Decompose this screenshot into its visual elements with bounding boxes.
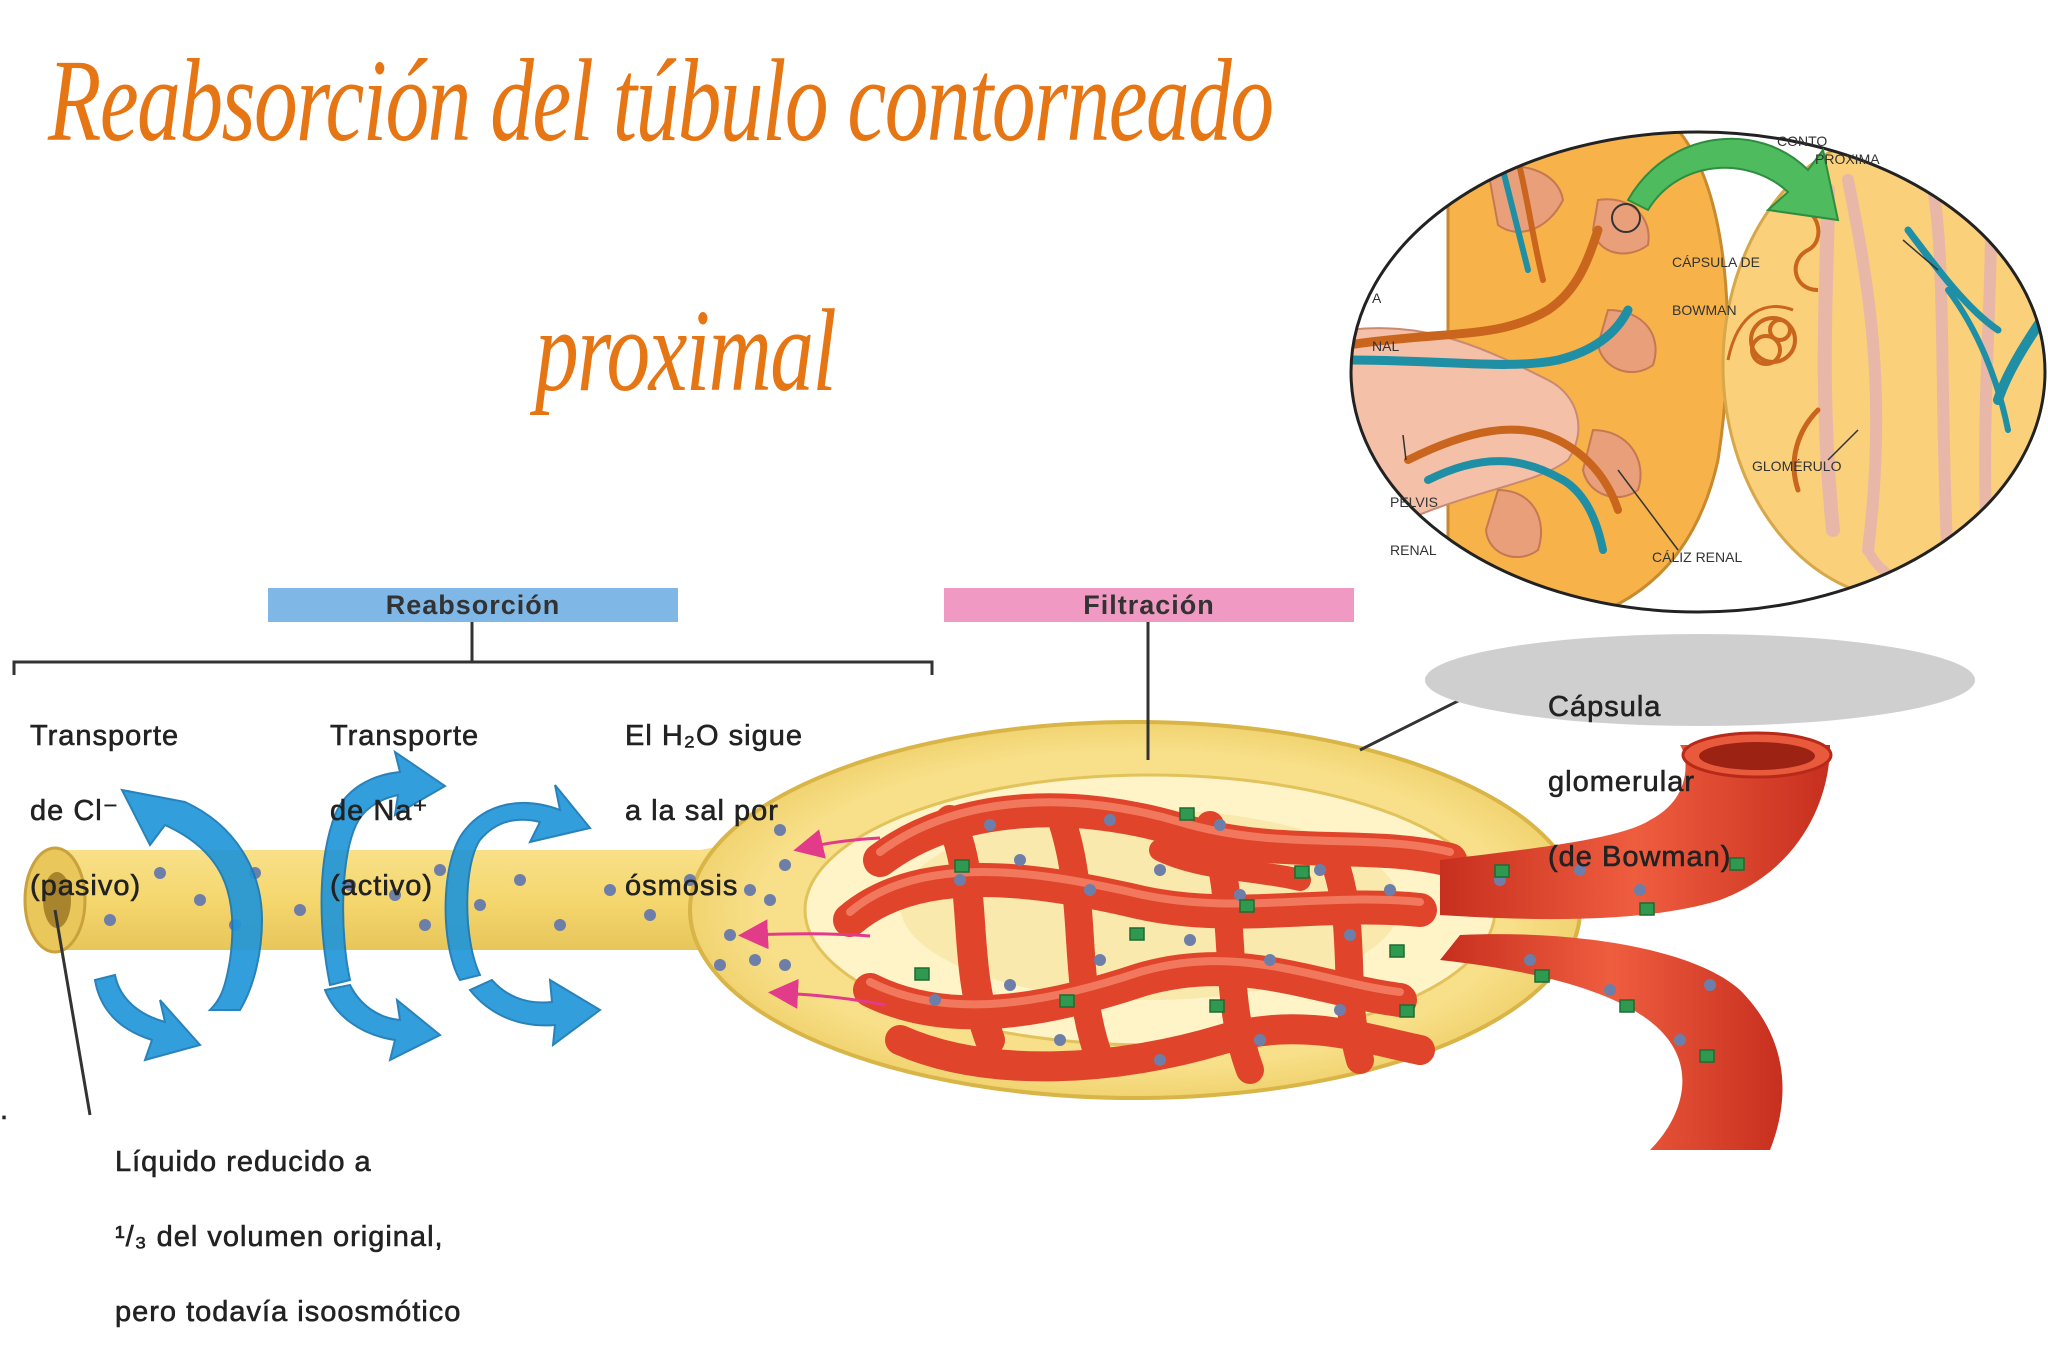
- liquido-line-3: pero todavía isoosmótico: [115, 1296, 462, 1328]
- reabsorption-arrows: [93, 749, 602, 1062]
- capsula-label: Cápsula glomerular (de Bowman): [1548, 645, 1731, 895]
- h2o-line-1: El H₂O sigue: [625, 720, 803, 752]
- inset-nal-line-1: A: [1372, 290, 1382, 306]
- inset-pelvis-line-1: PELVIS: [1390, 494, 1438, 510]
- inset-caliz-label: CÁLIZ RENAL: [1652, 549, 1743, 565]
- cl-line-3: (pasivo): [30, 870, 142, 902]
- inset-glomerulo-label: GLOMÉRULO: [1752, 458, 1842, 474]
- arterioles: [1440, 731, 1833, 1150]
- glomerulus: [833, 793, 1467, 1084]
- inset-conto-label: CONTO: [1777, 133, 1828, 149]
- kidney-inset: [1349, 130, 2047, 614]
- transporte-na-label: Transporte de Na⁺ (activo): [330, 674, 479, 924]
- label-lines: [12, 622, 1541, 1116]
- glomerulus-highlights: [846, 798, 1454, 1009]
- bullet-dot: .: [0, 1094, 10, 1126]
- inset-nal-label: A NAL: [1372, 258, 1399, 370]
- h2o-label: El H₂O sigue a la sal por ósmosis: [625, 674, 803, 924]
- nephron-diagram: [12, 622, 1975, 1150]
- liquido-line-2: ¹/₃ del volumen original,: [115, 1221, 444, 1253]
- liquido-label: Líquido reducido a ¹/₃ del volumen origi…: [115, 1100, 461, 1350]
- na-line-3: (activo): [330, 870, 434, 902]
- reabsorcion-label: Reabsorción: [268, 588, 678, 622]
- capsula-line-1: Cápsula: [1548, 691, 1662, 723]
- inset-capsula-line-2: BOWMAN: [1672, 302, 1737, 318]
- transporte-cl-label: Transporte de Cl⁻ (pasivo): [30, 674, 179, 924]
- h2o-line-2: a la sal por: [625, 795, 779, 827]
- capsula-line-3: (de Bowman): [1548, 841, 1732, 873]
- cl-line-1: Transporte: [30, 720, 180, 752]
- title-line-2: proximal: [535, 285, 837, 416]
- inset-proxima-label: PROXIMA: [1815, 151, 1880, 167]
- cl-line-2: de Cl⁻: [30, 795, 120, 827]
- inset-pelvis-label: PELVIS RENAL: [1390, 462, 1438, 574]
- title-line-1: Reabsorción del túbulo contorneado: [48, 35, 1274, 166]
- h2o-line-3: ósmosis: [625, 870, 739, 902]
- filtration-arrows: [738, 829, 886, 1009]
- filtracion-label: Filtración: [944, 588, 1354, 622]
- liquido-line-1: Líquido reducido a: [115, 1146, 372, 1178]
- solute-particles: [104, 807, 1745, 1066]
- inset-nal-line-2: NAL: [1372, 338, 1400, 354]
- inset-capsula-line-1: CÁPSULA DE: [1672, 254, 1760, 270]
- inset-capsula-label: CÁPSULA DE BOWMAN: [1672, 222, 1760, 334]
- capsula-line-2: glomerular: [1548, 766, 1695, 798]
- na-line-1: Transporte: [330, 720, 480, 752]
- green-arrow: [1626, 137, 1840, 222]
- capsula-label-backdrop: [1425, 634, 1975, 726]
- inset-pelvis-line-2: RENAL: [1390, 542, 1437, 558]
- na-line-2: de Na⁺: [330, 795, 429, 827]
